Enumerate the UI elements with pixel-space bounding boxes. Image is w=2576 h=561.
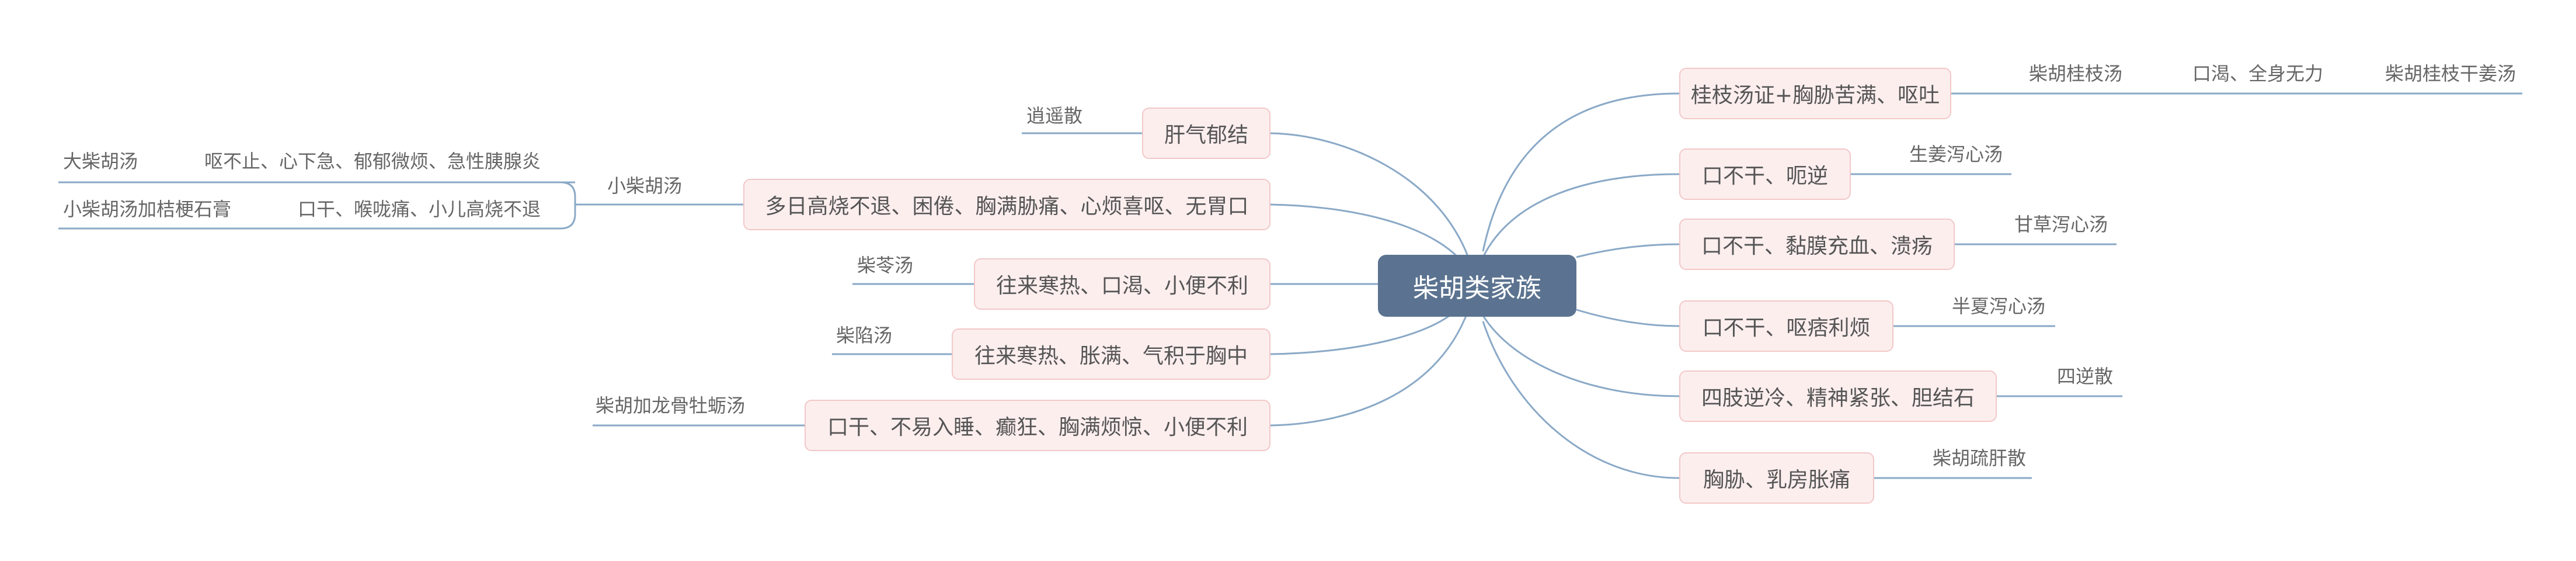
node-guizhi[interactable]: 桂枝汤证+胸胁苦满、呕吐 <box>1679 68 1951 119</box>
node-liver-qi[interactable]: 肝气郁结 <box>1142 108 1270 159</box>
symptom-guizhi[interactable]: 口渴、全身无力 <box>2192 63 2324 85</box>
formula-chaling[interactable]: 柴苓汤 <box>857 254 914 276</box>
link-root-liver-qi <box>1270 132 1473 266</box>
node-chaling[interactable]: 往来寒热、口渴、小便不利 <box>974 258 1270 310</box>
formula-chaixian[interactable]: 柴陷汤 <box>836 324 893 347</box>
link-root-shengjiang <box>1482 173 1680 258</box>
formula-gancao[interactable]: 甘草泻心汤 <box>2014 213 2108 236</box>
formula-xiaoyao[interactable]: 逍遥散 <box>1026 105 1083 127</box>
link-fever-bracket <box>58 181 576 230</box>
link-root-banxia <box>1576 309 1680 327</box>
formula-sini[interactable]: 四逆散 <box>2057 365 2114 387</box>
link-root-longgu <box>1270 300 1473 427</box>
root-node[interactable]: 柴胡类家族 <box>1378 255 1576 317</box>
node-shugan[interactable]: 胸胁、乳房胀痛 <box>1679 452 1874 504</box>
link-root-sini <box>1482 315 1680 397</box>
formula-da-chaihu[interactable]: 大柴胡汤 <box>63 150 138 172</box>
formula-chaihu-guizhi[interactable]: 柴胡桂枝汤 <box>2029 63 2123 85</box>
symptom-jiegeng-shigao[interactable]: 口干、喉咙痛、小儿高烧不退 <box>298 198 541 220</box>
node-sini[interactable]: 四肢逆冷、精神紧张、胆结石 <box>1679 370 1997 422</box>
formula-jiegeng-shigao[interactable]: 小柴胡汤加桔梗石膏 <box>63 198 232 220</box>
node-chaixian[interactable]: 往来寒热、胀满、气积于胸中 <box>952 328 1270 380</box>
formula-longgu-muli[interactable]: 柴胡加龙骨牡蛎汤 <box>596 394 746 417</box>
link-root-gancao <box>1576 243 1680 258</box>
formula-guizhi-ganjiang[interactable]: 柴胡桂枝干姜汤 <box>2385 63 2516 85</box>
node-longgu[interactable]: 口干、不易入睡、癫狂、胸满烦惊、小便不利 <box>805 400 1270 451</box>
node-fever[interactable]: 多日高烧不退、困倦、胸满胁痛、心烦喜呕、无胃口 <box>743 179 1270 230</box>
symptom-da-chaihu[interactable]: 呕不止、心下急、郁郁微烦、急性胰腺炎 <box>204 150 541 172</box>
node-gancao[interactable]: 口不干、黏膜充血、溃疡 <box>1679 219 1955 270</box>
link-root-shugan <box>1482 321 1680 479</box>
formula-xiao-chaihu[interactable]: 小柴胡汤 <box>607 175 683 197</box>
node-shengjiang[interactable]: 口不干、呃逆 <box>1679 148 1851 200</box>
link-root-guizhi <box>1482 92 1680 252</box>
formula-banxia[interactable]: 半夏泻心汤 <box>1952 295 2046 317</box>
formula-shugan[interactable]: 柴胡疏肝散 <box>1933 447 2027 469</box>
node-banxia[interactable]: 口不干、呕痞利烦 <box>1679 300 1893 352</box>
formula-shengjiang[interactable]: 生姜泻心汤 <box>1909 143 2003 165</box>
